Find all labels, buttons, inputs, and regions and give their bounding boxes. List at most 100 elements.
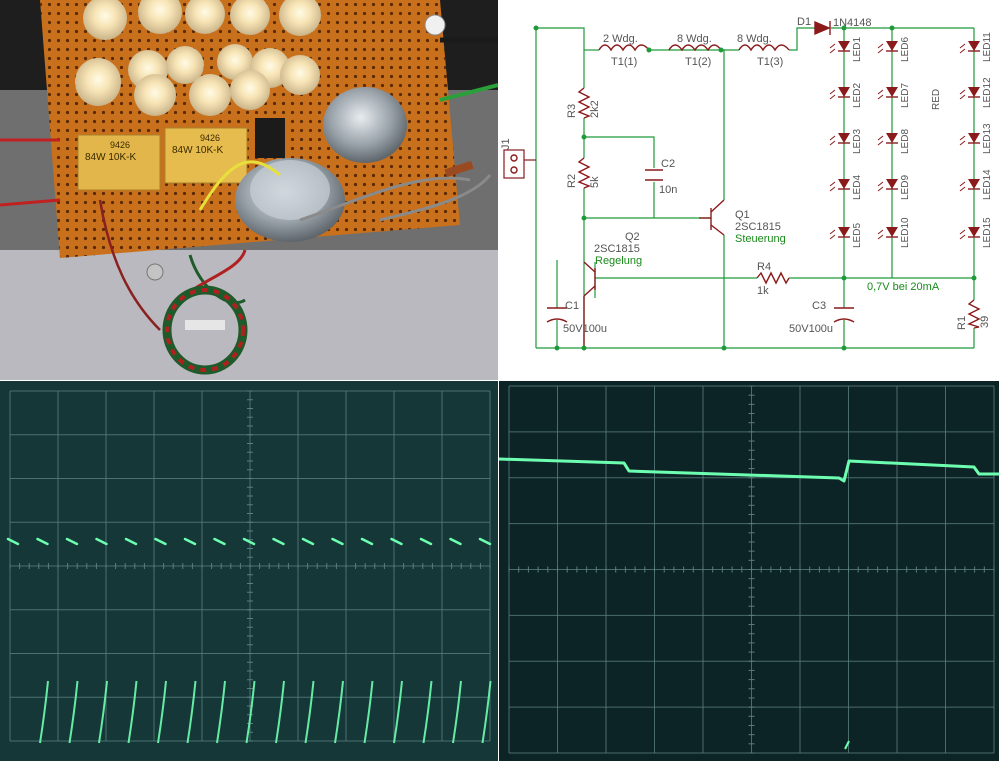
q2-part-label: 2SC1815 [594, 243, 640, 255]
led-led7: LED7 [877, 83, 911, 108]
scope-left-pulse-top [360, 537, 374, 546]
j1-label: J1 [500, 138, 512, 150]
led-label: LED15 [982, 217, 993, 248]
r1-value-label: 39 [979, 316, 991, 328]
scope-left-pulse-edge [216, 680, 226, 744]
oscilloscope-left-screen [0, 381, 498, 761]
coil2-name-label: T1(2) [685, 56, 711, 68]
feedback-note-label: 0,7V bei 20mA [867, 281, 940, 293]
coil1-name-label: T1(1) [611, 56, 637, 68]
scope-left-pulse-top [154, 537, 167, 546]
scope-left-pulse-edge [422, 680, 433, 744]
scope-left-pulse-top [36, 537, 49, 546]
scope-left-pulse-edge [98, 680, 108, 744]
led-label: LED7 [900, 83, 911, 108]
toroid-coil [162, 285, 248, 375]
coil3-name-label: T1(3) [757, 56, 783, 68]
scope-left-pulse-edge [393, 680, 403, 744]
led-led4: LED4 [829, 175, 863, 200]
oscilloscope-right [499, 381, 999, 761]
scope-left-pulse-edge [127, 680, 138, 744]
r3-value-label: 2k2 [589, 100, 601, 118]
scope-left-pulse-edge [334, 680, 344, 744]
scope-right-trace [499, 457, 999, 750]
scope-left-pulse-edge [245, 680, 256, 744]
r1-name-label: R1 [956, 316, 968, 330]
coil1-turns-label: 2 Wdg. [603, 33, 638, 45]
led-array: LED1LED2LED3LED4LED5LED6LED7LED8LED9LED1… [829, 32, 993, 248]
coil-t1-2 [668, 44, 722, 52]
led-label: LED9 [900, 175, 911, 200]
diode-d1 [814, 20, 831, 36]
c2-value-label: 10n [659, 184, 677, 196]
led-led9: LED9 [877, 175, 911, 200]
r2-value-label: 5k [589, 176, 601, 188]
scope-left-pulse-edge [275, 680, 285, 744]
led-led5: LED5 [829, 223, 863, 248]
r4-value-label: 1k [757, 285, 769, 297]
oscilloscope-right-screen [499, 381, 999, 761]
q1-name-label: Q1 [735, 209, 750, 221]
scope-left-pulse-edge [157, 680, 167, 744]
scope-left-pulse-top [65, 537, 79, 546]
led-led12: LED12 [959, 77, 993, 108]
resistor-r3 [577, 87, 591, 119]
q2-role-label: Regelung [595, 255, 642, 267]
coil-t1-1 [598, 44, 650, 52]
led-led15: LED15 [959, 217, 993, 248]
scope-left-pulse-top [124, 537, 138, 546]
led-label: LED3 [852, 129, 863, 154]
scope-left-pulse-top [449, 537, 462, 546]
oscilloscope-left [0, 381, 498, 761]
electrolytic-capacitors [235, 87, 407, 242]
junction-dots [533, 25, 977, 351]
scope-left-pulse-top [242, 537, 256, 546]
c3-value-label: 50V100u [789, 323, 833, 335]
led-led14: LED14 [959, 169, 993, 200]
scope-left-pulse-top [478, 537, 492, 546]
coil3-turns-label: 8 Wdg. [737, 33, 772, 45]
circuit-photo-drawing: 84W 10K-K 9426 84W 10K-K 9426 [0, 0, 498, 380]
scope-right-waveform [499, 457, 999, 483]
transistor-q2 [583, 261, 596, 348]
schematic-drawing: LED1LED2LED3LED4LED5LED6LED7LED8LED9LED1… [500, 16, 993, 351]
scope-left-pulse-edge [186, 680, 197, 744]
led-cluster [75, 0, 321, 116]
led-label: LED6 [900, 37, 911, 62]
scope-left-pulse-top [390, 537, 403, 546]
resistor1-code: 9426 [110, 140, 130, 150]
scope-left-pulse-top [95, 537, 108, 546]
led-label: LED5 [852, 223, 863, 248]
led-label: LED2 [852, 83, 863, 108]
led-led8: LED8 [877, 129, 911, 154]
diode-name-label: D1 [797, 16, 811, 28]
c2-name-label: C2 [661, 158, 675, 170]
resistor-pair: 84W 10K-K 9426 84W 10K-K 9426 [77, 127, 248, 191]
led-led10: LED10 [877, 217, 911, 248]
transistor-q1 [699, 199, 725, 236]
scope-left-pulse-edge [452, 680, 462, 744]
resistor2-code: 9426 [200, 133, 220, 143]
led-label: LED8 [900, 129, 911, 154]
scope-left-pulse-edge [304, 680, 315, 744]
scope-left-pulse-top [419, 537, 433, 546]
r2-name-label: R2 [566, 174, 578, 188]
led-led13: LED13 [959, 123, 993, 154]
q1-part-label: 2SC1815 [735, 221, 781, 233]
circuit-photo: 84W 10K-K 9426 84W 10K-K 9426 [0, 0, 498, 380]
coil-t1-3 [738, 44, 790, 52]
led-led1: LED1 [829, 37, 863, 62]
led-red-note: RED [931, 89, 942, 110]
scope-left-pulse-edge [68, 680, 79, 744]
scope-left-pulse-top [183, 537, 197, 546]
led-label: LED10 [900, 217, 911, 248]
transistor [255, 118, 285, 158]
scope-left-pulse-edge [363, 680, 374, 744]
scope-left-pulse-top [331, 537, 344, 546]
scope-left-trace [6, 537, 492, 744]
q2-name-label: Q2 [625, 231, 640, 243]
r4-name-label: R4 [757, 261, 771, 273]
schematic-components [510, 20, 981, 348]
diode-part-label: 1N4148 [833, 17, 872, 29]
